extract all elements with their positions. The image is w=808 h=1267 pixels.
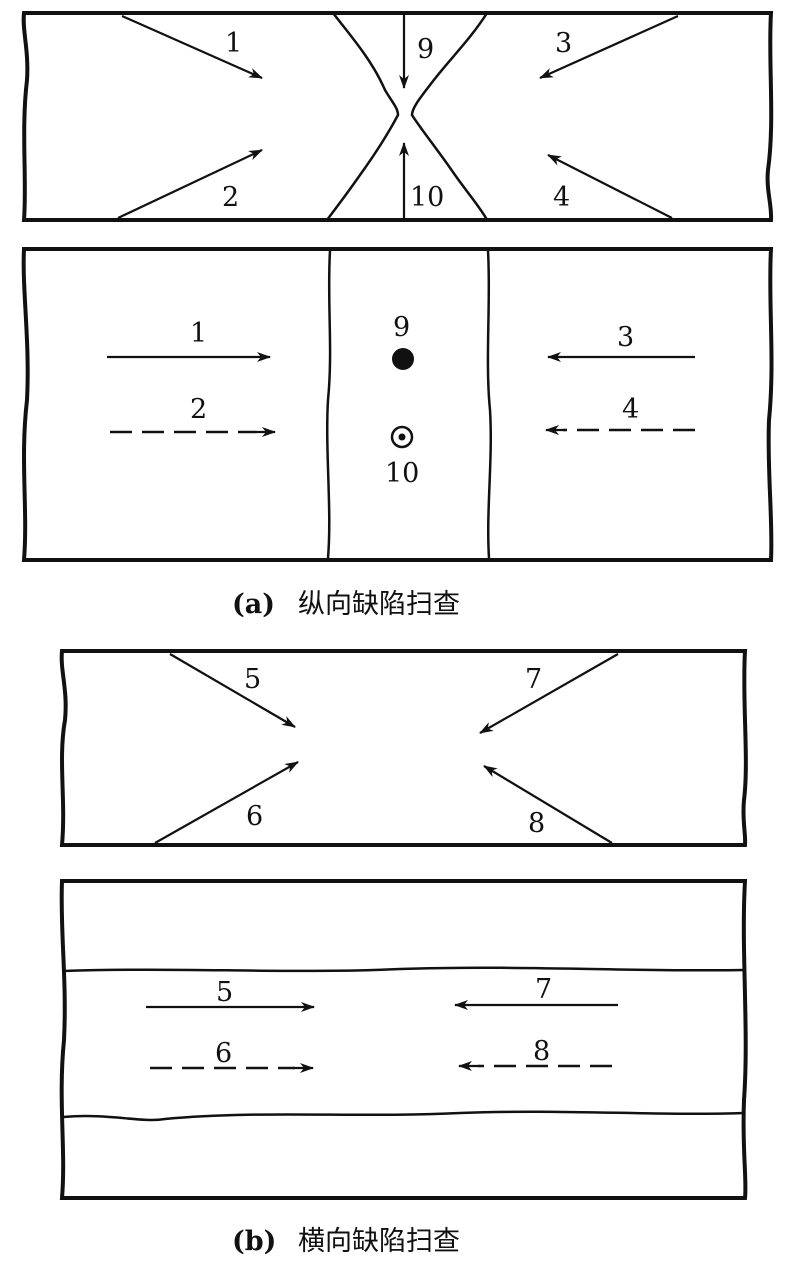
- label-5: 5: [216, 977, 233, 1008]
- label-6: 6: [246, 801, 263, 832]
- plate-outline: [21, 247, 774, 562]
- scan-arrow-2: [117, 149, 263, 219]
- label-10: 10: [410, 182, 444, 213]
- label-3: 3: [555, 28, 572, 59]
- weld-right-boundary: [410, 12, 489, 221]
- label-9: 9: [417, 34, 434, 65]
- weld-right-edge: [486, 250, 492, 559]
- weld-left-edge: [325, 250, 332, 559]
- label-4: 4: [622, 394, 639, 425]
- label-3: 3: [617, 322, 634, 353]
- caption-a-text: 纵向缺陷扫查: [298, 589, 460, 620]
- plate-outline: [59, 649, 748, 847]
- plate-outline: [59, 879, 748, 1200]
- scan-arrow-3: [539, 14, 679, 80]
- label-7: 7: [525, 664, 542, 695]
- label-2: 2: [190, 394, 207, 425]
- weld-lower-edge: [62, 1110, 745, 1122]
- caption-b-prefix: (b): [232, 1226, 276, 1257]
- caption-b-text: 横向缺陷扫查: [298, 1226, 460, 1257]
- scan-arrow-5: [169, 653, 296, 728]
- label-1: 1: [190, 318, 207, 349]
- label-10: 10: [385, 458, 419, 489]
- scan-point-9-dot: [392, 348, 414, 370]
- caption-a-prefix: (a): [232, 589, 275, 620]
- scan-point-10-target: [390, 425, 414, 449]
- label-5: 5: [244, 664, 261, 695]
- caption-b: (b) 横向缺陷扫查: [232, 1226, 460, 1257]
- scan-point-10-center: [398, 433, 406, 441]
- label-7: 7: [535, 974, 552, 1005]
- scan-arrow-1: [121, 14, 263, 80]
- panel-a-section-view: 1 2 3 4 9 10: [21, 11, 774, 222]
- label-2: 2: [222, 182, 239, 213]
- scan-arrow-7: [479, 653, 619, 734]
- label-9: 9: [393, 312, 410, 343]
- label-8: 8: [533, 1036, 550, 1067]
- scan-arrow-8: [483, 765, 613, 844]
- scan-arrow-4: [547, 154, 673, 219]
- plate-outline: [21, 11, 774, 222]
- panel-a-plan-view: 1 2 3 4 9 10: [21, 247, 774, 562]
- panel-b-section-view: 5 6 7 8: [59, 649, 748, 847]
- weld-left-boundary: [326, 12, 400, 221]
- label-4: 4: [553, 182, 570, 213]
- scan-arrow-6: [154, 761, 299, 844]
- panel-b-plan-view: 5 6 7 8: [59, 879, 748, 1200]
- caption-a: (a) 纵向缺陷扫查: [232, 589, 460, 620]
- label-8: 8: [528, 808, 545, 839]
- label-6: 6: [215, 1038, 232, 1069]
- label-1: 1: [225, 28, 242, 59]
- weld-upper-edge: [62, 966, 745, 973]
